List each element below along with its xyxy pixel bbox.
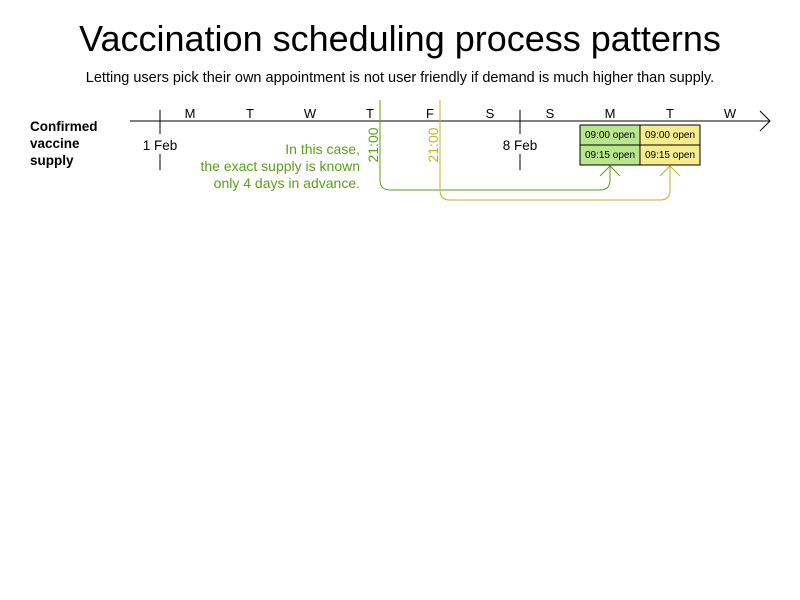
slot-box-tuesday-0915 <box>639 144 701 166</box>
day-label-sat-1: S <box>486 106 495 121</box>
green-connector-line <box>379 100 611 191</box>
week-marker-1-feb: 1 Feb <box>143 110 178 170</box>
diagram-subtitle: Letting users pick their own appointment… <box>85 70 715 86</box>
note-line-3: only 4 days in advance. <box>214 175 360 191</box>
timeline-arrowhead <box>759 110 771 132</box>
row-label-line-1: Confirmed <box>30 119 98 134</box>
yellow-arrowhead <box>659 165 681 177</box>
row-label-confirmed-supply: Confirmed vaccine supply <box>30 118 98 169</box>
day-labels: M T W T F S S M T W <box>185 106 737 121</box>
diagram-title: Vaccination scheduling process patterns <box>79 18 721 59</box>
note-line-2: the exact supply is known <box>200 158 360 174</box>
date-label-1-feb: 1 Feb <box>143 138 178 153</box>
day-label-mon-2: M <box>605 106 616 121</box>
slot-label-tuesday-0900: 09:00 open <box>645 130 695 141</box>
day-label-mon-1: M <box>185 106 196 121</box>
green-arrowhead <box>599 165 621 177</box>
supply-note: In this case, the exact supply is known … <box>200 141 360 191</box>
monday-slots: 09:00 open 09:15 open <box>579 124 641 166</box>
day-label-tue-1: T <box>246 106 254 121</box>
day-label-sun-1: S <box>546 106 555 121</box>
yellow-release-path: 21:00 <box>425 100 681 201</box>
green-release-time: 21:00 <box>365 127 381 162</box>
row-label-line-2: vaccine <box>30 136 80 151</box>
yellow-connector-line <box>439 100 671 201</box>
tuesday-slots: 09:00 open 09:15 open <box>639 124 701 166</box>
date-label-8-feb: 8 Feb <box>503 138 538 153</box>
slot-label-monday-0900: 09:00 open <box>585 130 635 141</box>
week-marker-8-feb: 8 Feb <box>503 110 538 170</box>
row-label-line-3: supply <box>30 153 74 168</box>
day-label-wed-1: W <box>304 106 317 121</box>
day-label-thu-1: T <box>366 106 374 121</box>
slot-label-monday-0915: 09:15 open <box>585 150 635 161</box>
green-release-path: 21:00 <box>365 100 621 191</box>
slot-label-tuesday-0915: 09:15 open <box>645 150 695 161</box>
day-label-wed-2: W <box>724 106 737 121</box>
note-line-1: In this case, <box>285 141 360 157</box>
yellow-release-time: 21:00 <box>425 127 441 162</box>
day-label-tue-2: T <box>666 106 674 121</box>
day-label-fri-1: F <box>426 106 434 121</box>
